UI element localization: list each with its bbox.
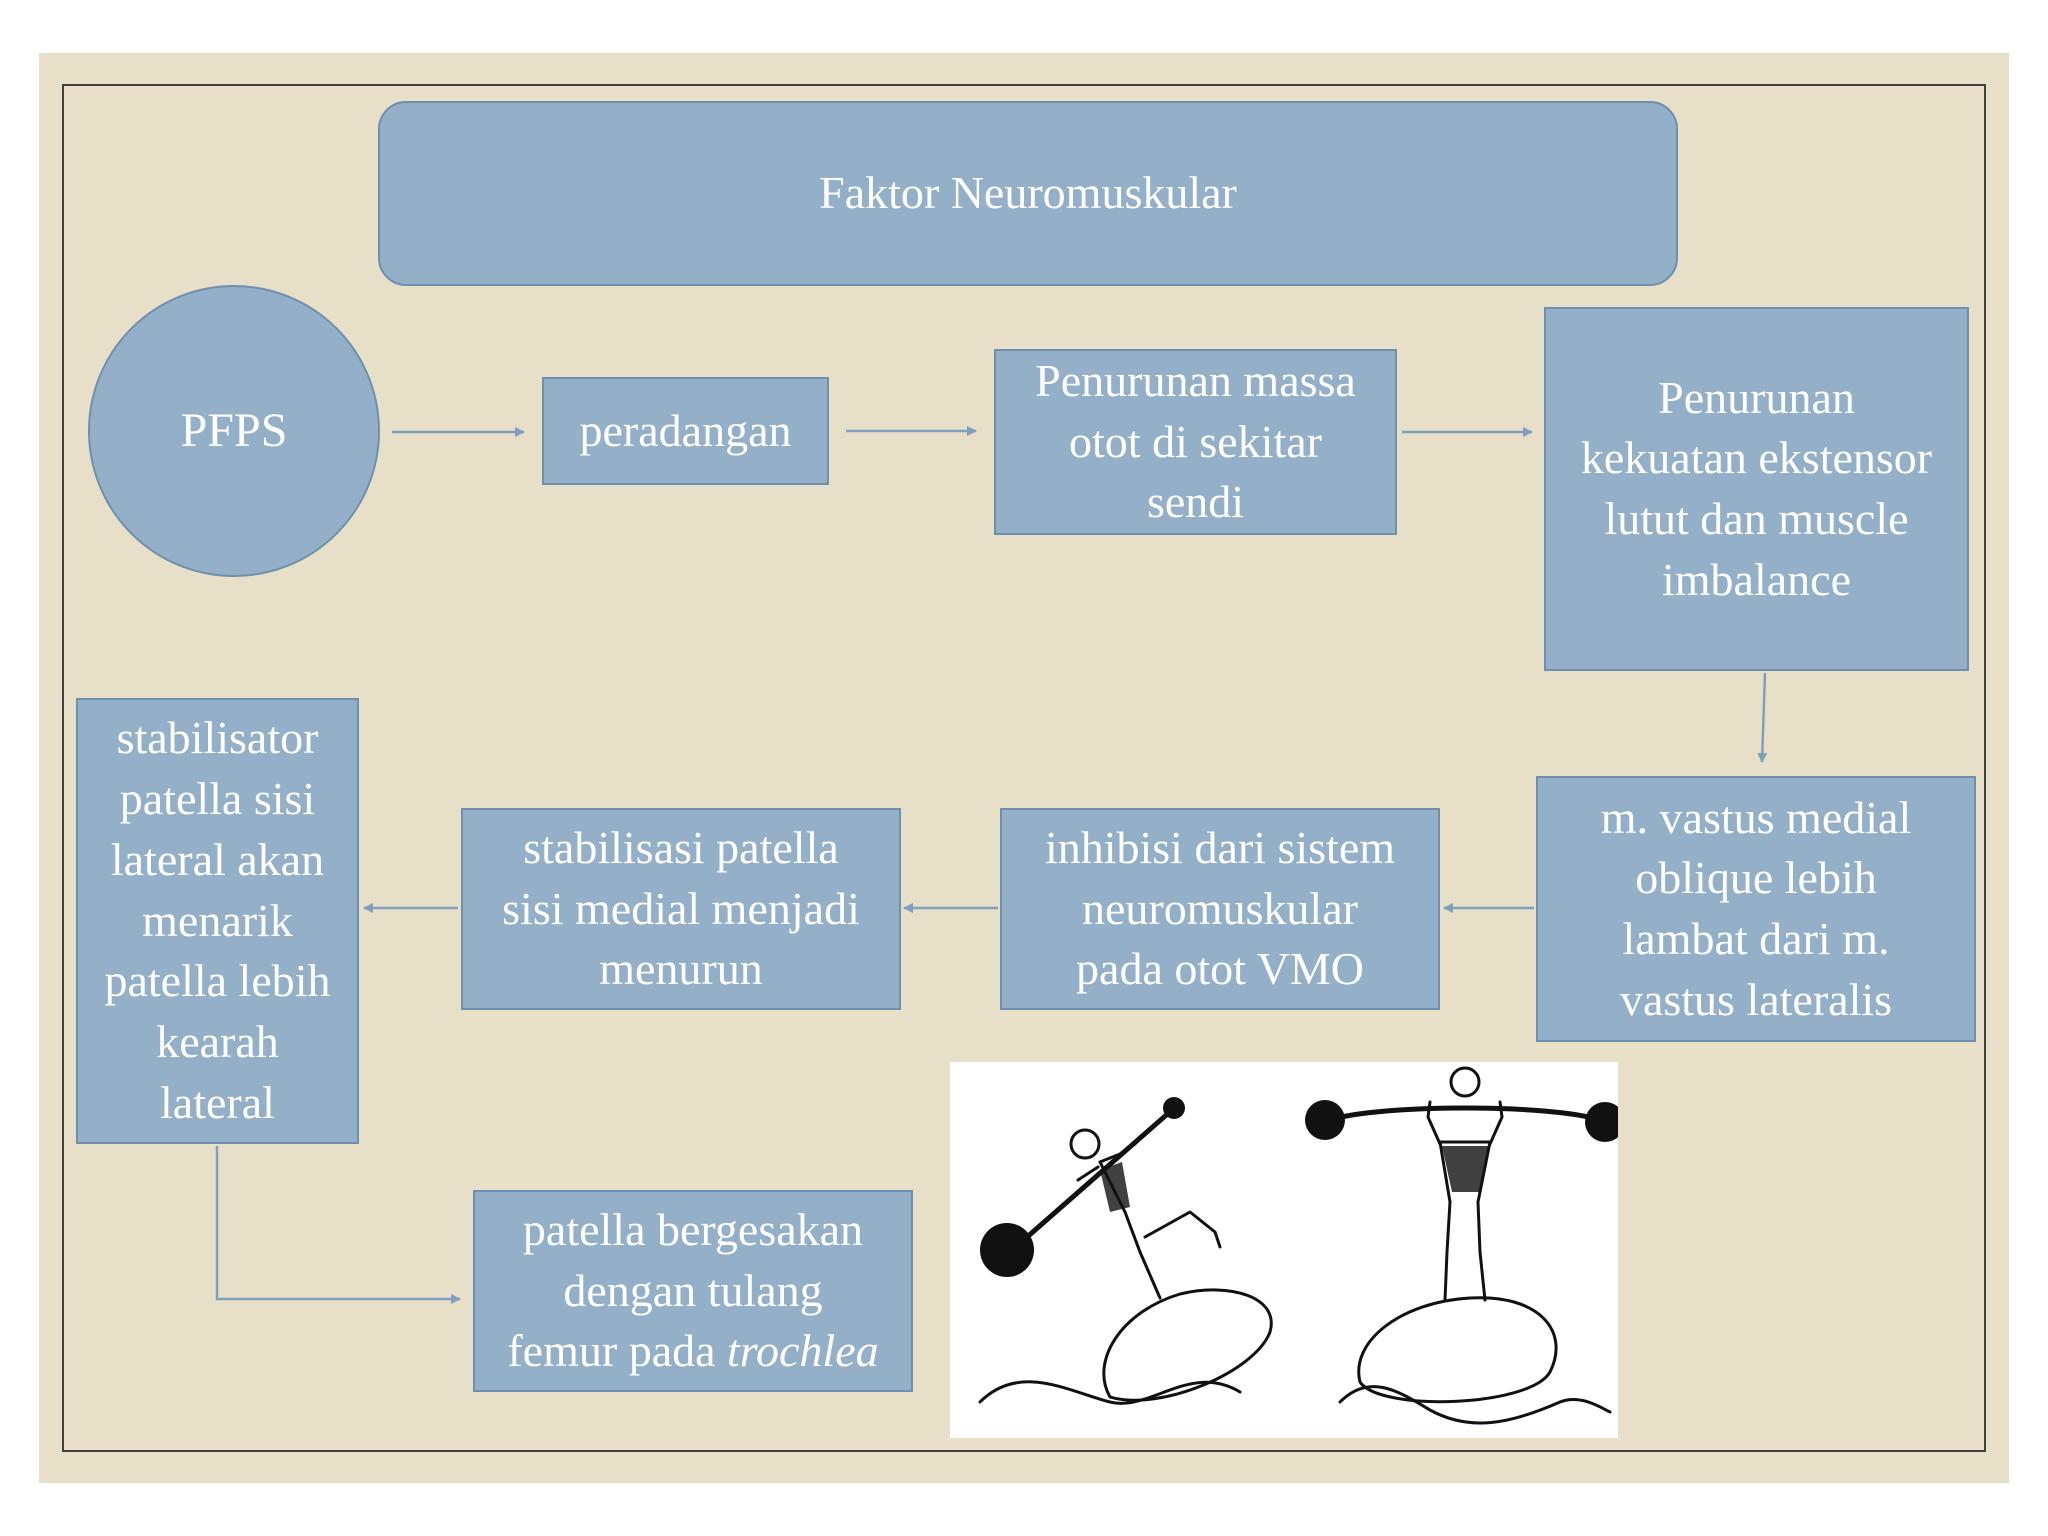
weightlifter-illustration: [950, 1062, 1625, 1438]
node-inhibisi: inhibisi dari sistem neuromuskular pada …: [1000, 808, 1440, 1010]
node-text-line: patella lebih: [104, 955, 331, 1007]
node-text-line: menurun: [599, 943, 763, 995]
left-figure-leg-2: [1143, 1210, 1222, 1249]
right-barbell-left-weight: [1305, 1100, 1345, 1140]
node-stabilisator: stabilisator patella sisi lateral akan m…: [76, 698, 359, 1144]
node-text-line: menarik: [142, 894, 293, 946]
node-text-line: oblique lebih: [1635, 852, 1877, 904]
right-barbell-bar: [1327, 1105, 1603, 1123]
node-patella-bergesekan: patella bergesakan dengan tulang femur p…: [473, 1190, 913, 1392]
node-text-line: stabilisasi patella: [523, 821, 839, 873]
node-text-line: kekuatan ekstensor: [1580, 432, 1933, 484]
weightlifter-drawing: [978, 1066, 1625, 1425]
title-text: Faktor Neuromuskular: [819, 167, 1237, 219]
left-trochlea-curve: [978, 1380, 1242, 1405]
left-barbell-small-weight: [1163, 1097, 1185, 1119]
right-patella: [1357, 1296, 1558, 1404]
arrow-stabilisator-to-patella: [215, 1146, 461, 1304]
node-text-line: imbalance: [1661, 553, 1851, 605]
node-text-line: pada otot VMO: [1076, 943, 1364, 995]
node-text-line: vastus lateralis: [1619, 973, 1893, 1025]
node-text-line: Penurunan massa: [1035, 354, 1356, 406]
node-text-line: m. vastus medial: [1600, 791, 1912, 843]
node-text-line: femur pada trochlea: [507, 1321, 878, 1382]
node-text-line: otot di sekitar: [1069, 415, 1322, 467]
node-vastus: m. vastus medial oblique lebih lambat da…: [1536, 776, 1976, 1042]
node-text-line: Penurunan: [1658, 371, 1855, 423]
node-stabilisasi: stabilisasi patella sisi medial menjadi …: [461, 808, 901, 1010]
left-figure-head: [1069, 1128, 1101, 1160]
right-barbell-right-weight: [1585, 1102, 1625, 1142]
left-barbell-bar: [1007, 1107, 1175, 1255]
left-figure-suit: [1100, 1162, 1130, 1212]
node-text-line: lutut dan muscle: [1604, 493, 1909, 544]
node-text-line: dengan tulang: [563, 1264, 823, 1316]
node-text-line: sisi medial menjadi: [502, 882, 860, 934]
left-barbell-big-weight: [980, 1223, 1034, 1277]
node-penurunan-massa: Penurunan massa otot di sekitar sendi: [994, 349, 1397, 535]
slide-frame: [62, 84, 1986, 1452]
node-text-line: neuromuskular: [1082, 882, 1358, 934]
node-penurunan-kekuatan: Penurunan kekuatan ekstensor lutut dan m…: [1544, 307, 1969, 671]
left-figure-leg: [1123, 1210, 1162, 1300]
node-text-line: lambat dari m.: [1622, 913, 1890, 964]
node-pfps: PFPS: [88, 285, 380, 577]
trochlea-italic: trochlea: [727, 1325, 879, 1377]
node-text-line: kearah: [156, 1016, 279, 1068]
node-pfps-label: PFPS: [180, 404, 288, 458]
diagram-title: Faktor Neuromuskular: [378, 101, 1678, 286]
line3-prefix: femur pada: [507, 1325, 728, 1377]
node-text-line: patella sisi: [119, 773, 316, 825]
node-text-line: lateral akan: [110, 833, 325, 885]
node-text-line: patella bergesakan: [522, 1203, 864, 1255]
right-figure-torso: [1438, 1140, 1492, 1204]
arrow-kekuatan-to-vastus: [1757, 672, 1768, 763]
node-peradangan: peradangan: [542, 377, 829, 485]
node-text-line: stabilisator: [116, 712, 319, 764]
node-text-line: lateral: [160, 1076, 275, 1128]
right-trochlea-curve: [1338, 1385, 1612, 1425]
left-patella: [1102, 1288, 1273, 1402]
right-figure-suit: [1442, 1146, 1488, 1192]
node-peradangan-label: peradangan: [579, 404, 792, 456]
node-text-line: inhibisi dari sistem: [1044, 821, 1396, 873]
right-figure-head: [1449, 1066, 1481, 1098]
right-figure-legs: [1443, 1200, 1487, 1302]
node-text-line: sendi: [1146, 476, 1245, 528]
